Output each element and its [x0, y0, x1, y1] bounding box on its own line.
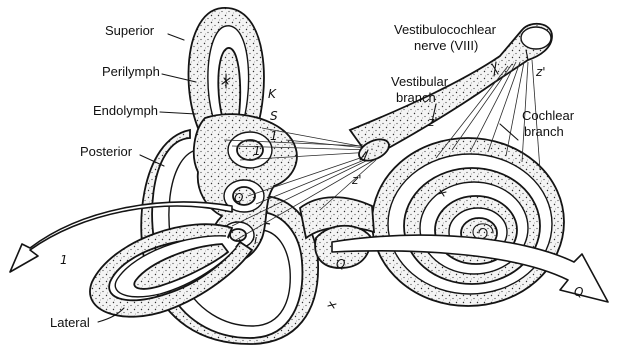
annotation-q-a: Q: [336, 257, 345, 271]
label-nerve-line1: Vestibulocochlear: [394, 22, 497, 37]
label-vestibular-line1: Vestibular: [391, 74, 449, 89]
annotation-z-prime-b: z': [535, 65, 546, 79]
label-nerve-line2: nerve (VIII): [414, 38, 478, 53]
annotation-one-a: 1: [270, 129, 278, 143]
label-superior: Superior: [105, 23, 155, 38]
annotation-s: S: [270, 109, 278, 123]
annotation-k: K: [268, 87, 277, 101]
label-cochlear-line2: branch: [524, 124, 564, 139]
label-endolymph: Endolymph: [93, 103, 158, 118]
annotation-q-b: Q: [574, 285, 583, 299]
annotation-z-prime-c: z': [351, 173, 362, 187]
label-perilymph: Perilymph: [102, 64, 160, 79]
label-cochlear-line1: Cochlear: [522, 108, 575, 123]
annotation-one-b: 1: [60, 253, 68, 267]
label-lateral: Lateral: [50, 315, 90, 330]
cochlea: [300, 138, 564, 306]
annotation-one-c: 1: [253, 144, 261, 158]
label-vestibular-line2: branch: [396, 90, 436, 105]
label-posterior: Posterior: [80, 144, 133, 159]
annotation-z-prime-a: z': [427, 115, 438, 129]
annotation-q-c: Q: [234, 191, 243, 205]
